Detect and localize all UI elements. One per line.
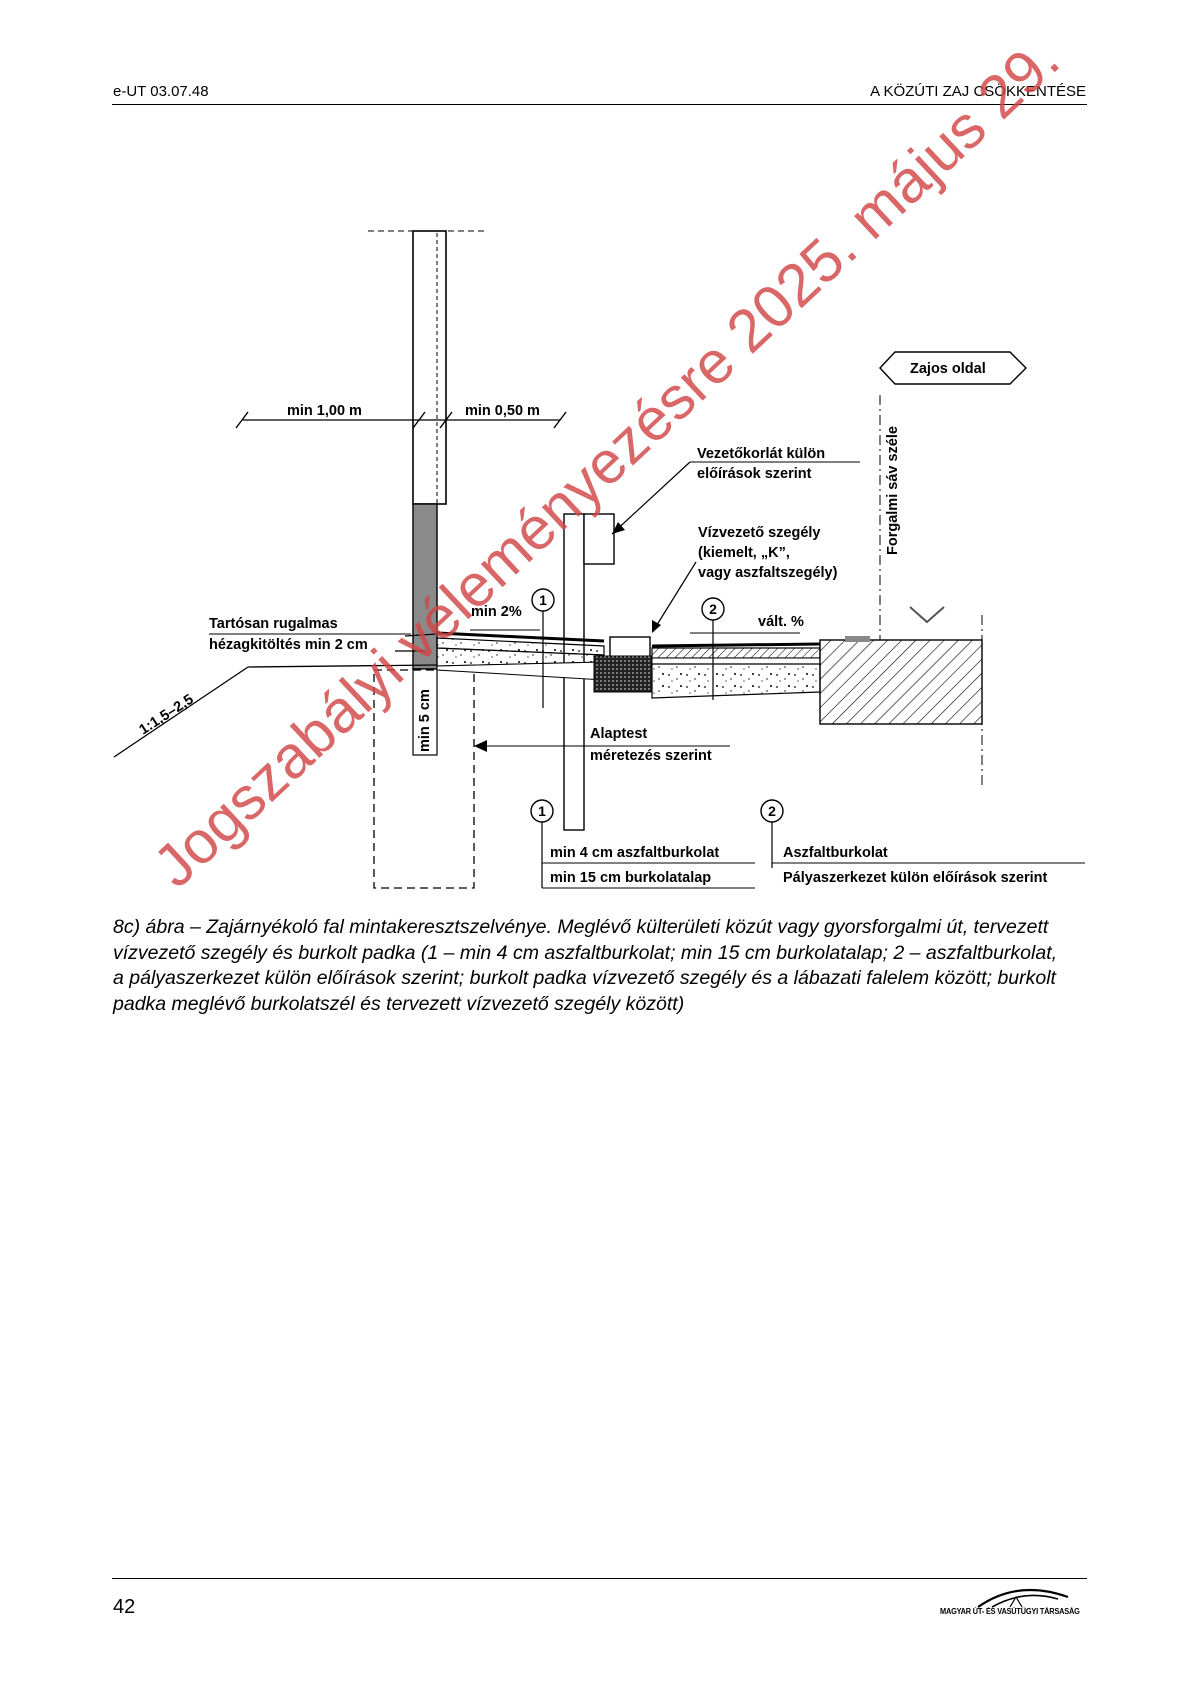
- legend-one-line-1: min 4 cm aszfaltburkolat: [550, 845, 719, 861]
- caption-text: 8c) ábra – Zajárnyékoló fal mintakereszt…: [113, 916, 1058, 1015]
- noisy-side-label: Zajos oldal: [910, 361, 986, 377]
- marker-one-legend: 1: [538, 803, 546, 819]
- page-number: 42: [113, 1596, 136, 1618]
- dim-left-label: min 1,00 m: [287, 403, 362, 419]
- existing-road: [819, 639, 983, 725]
- document-code: e-UT 03.07.48: [113, 83, 209, 100]
- logo-arc-icon: [977, 1588, 1069, 1608]
- cross-section-drawing: min 1,00 m min 0,50 m Vezetőkorlát külön…: [113, 230, 1085, 889]
- joint-label-1: Tartósan rugalmas: [209, 616, 338, 632]
- publisher-logo: MAGYAR ÚT- ÉS VASÚTÜGYI TÁRSASÁG: [940, 1583, 1090, 1623]
- lane-edge-label: Forgalmi sáv széle: [885, 426, 901, 555]
- guardrail-beam: [583, 513, 615, 565]
- publisher-name: MAGYAR ÚT- ÉS VASÚTÜGYI TÁRSASÁG: [940, 1607, 1080, 1616]
- joint-depth-label: min 5 cm: [417, 689, 433, 752]
- base-wall-element: [412, 503, 438, 670]
- document-title: A KÖZÚTI ZAJ CSÖKKENTÉSE: [870, 83, 1086, 100]
- marker-two-top: 2: [709, 601, 717, 617]
- variable-slope-label: vált. %: [758, 614, 804, 630]
- footer-rule: [112, 1578, 1087, 1579]
- foundation-label-1: Alaptest: [590, 726, 647, 742]
- marker-one-top: 1: [539, 592, 547, 608]
- figure-caption: 8c) ábra – Zajárnyékoló fal mintakereszt…: [113, 915, 1073, 1017]
- curb-label-1: Vízvezető szegély: [698, 525, 821, 541]
- slope-label: min 2%: [471, 604, 522, 620]
- foundation-label-2: méretezés szerint: [590, 748, 712, 764]
- shoulder-layer-2: [651, 647, 821, 659]
- embankment-slope-label: 1:1,5–2,5: [136, 692, 196, 739]
- joint-label-2: hézagkitöltés min 2 cm: [209, 637, 368, 653]
- wall-panel: [412, 230, 447, 505]
- marker-two-legend: 2: [768, 803, 776, 819]
- guardrail-label-1: Vezetőkorlát külön: [697, 446, 825, 462]
- legend-two-line-2: Pályaszerkezet külön előírások szerint: [783, 870, 1048, 886]
- curb-label-2: (kiemelt, „K”,: [698, 545, 790, 561]
- legend-one-line-2: min 15 cm burkolatalap: [550, 870, 711, 886]
- curb-label-3: vagy aszfaltszegély): [698, 565, 838, 581]
- legend-two-line-1: Aszfaltburkolat: [783, 845, 888, 861]
- guardrail-label-2: előírások szerint: [697, 466, 812, 482]
- dim-right-label: min 0,50 m: [465, 403, 540, 419]
- foundation: [373, 669, 475, 889]
- header-rule: [112, 104, 1087, 105]
- noisy-side-box: [879, 351, 1027, 385]
